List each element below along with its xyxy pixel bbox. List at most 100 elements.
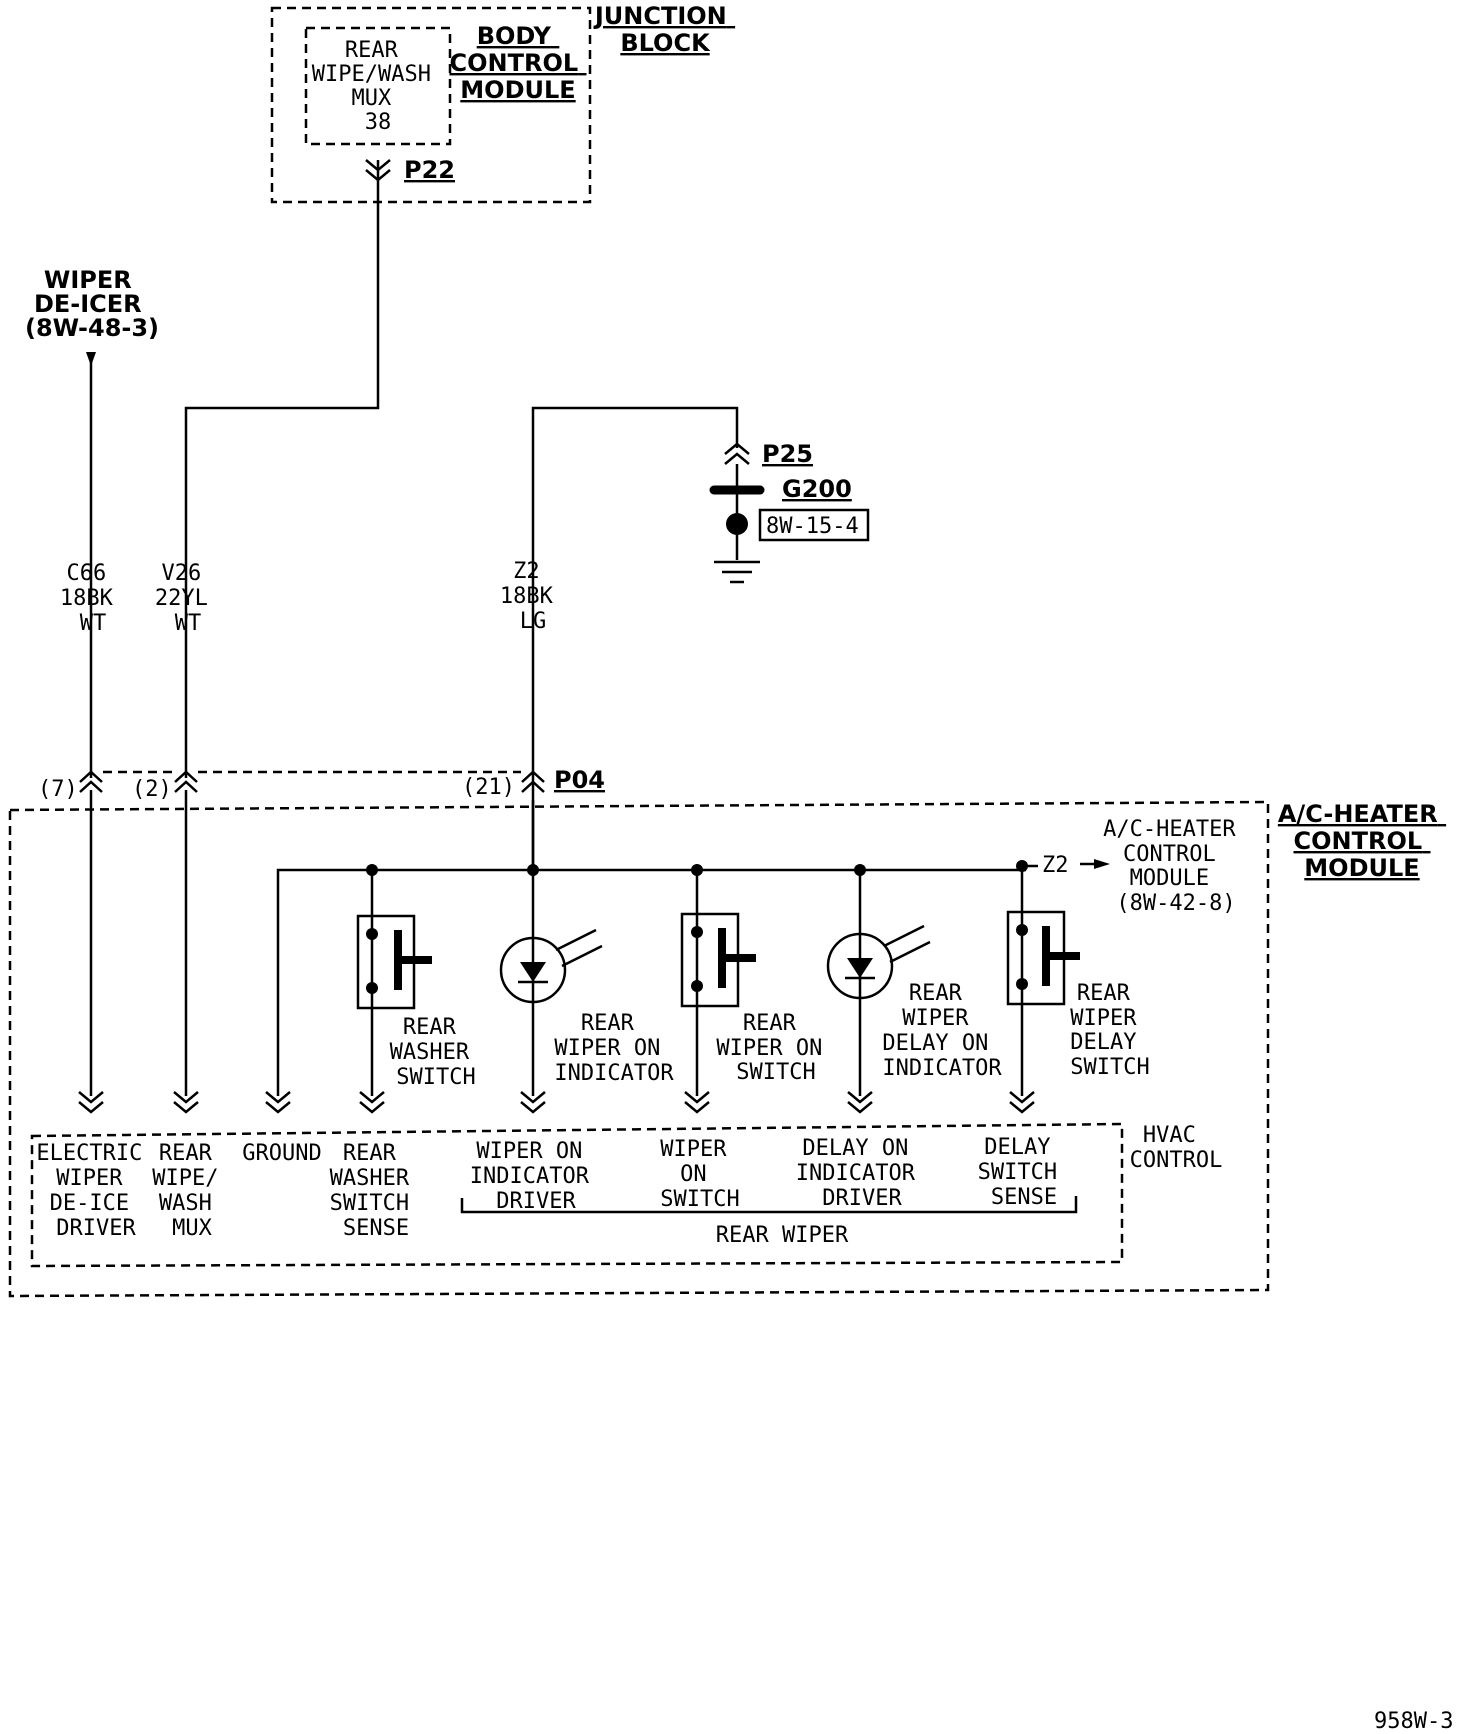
pin-label-line: GROUND: [242, 1141, 321, 1166]
component-label-delay-switch: REAR WIPER DELAY SWITCH: [1070, 981, 1149, 1080]
wire-v26: [184, 160, 380, 778]
component-label-line: WASHER: [390, 1040, 470, 1065]
z2-ref-line: CONTROL: [1123, 842, 1216, 867]
component-label-line: REAR: [403, 1015, 457, 1040]
component-label-line: WIPER ON: [554, 1036, 660, 1061]
switch-contact: [1016, 978, 1028, 990]
hvac-pin-delay-indicator-driver: DELAY ON INDICATOR DRIVER: [796, 1136, 928, 1211]
pin-label-line: SWITCH: [660, 1187, 739, 1212]
z2-ref-line: (8W-42-8): [1116, 891, 1235, 916]
hvac-pin-washer-sense: REAR WASHER SWITCH SENSE: [330, 1141, 423, 1241]
pin-label-line: DE-ICE: [50, 1191, 129, 1216]
wire-circuit: C66: [67, 561, 107, 586]
pin-label-line: WASHER: [330, 1166, 410, 1191]
led-rays: [555, 928, 603, 968]
component-label-line: REAR: [909, 981, 963, 1006]
pin-label-line: DRIVER: [56, 1216, 136, 1241]
wire-circuit: V26: [162, 561, 202, 586]
hvac-pin-wiper-indicator-driver: WIPER ON INDICATOR DRIVER: [470, 1139, 602, 1214]
cavity-label: (21): [462, 775, 515, 800]
wire-label-z2: Z2 18BK LG: [500, 559, 566, 634]
led-diode: [520, 962, 546, 982]
hvac-terminal-symbols: [78, 1091, 1035, 1114]
z2-arrow-icon: [1094, 859, 1110, 869]
hvac-control-label: HVAC CONTROL: [1130, 1123, 1223, 1173]
pin-label-line: REAR: [343, 1141, 397, 1166]
cavity-label: (2): [132, 777, 172, 802]
junction-block-boundary: [270, 6, 592, 204]
hvac-pin-ground: GROUND: [242, 1141, 321, 1166]
g200-ref: 8W-15-4: [766, 514, 859, 539]
p25-connector-symbol: [724, 442, 750, 465]
mux-box-line: WIPE/WASH: [312, 62, 431, 87]
z2-reference: A/C-HEATER CONTROL MODULE (8W-42-8): [1103, 817, 1249, 916]
cavity-label: (7): [38, 777, 78, 802]
mux-box: [304, 26, 452, 146]
led-rays: [883, 924, 931, 964]
wire-z2: [531, 406, 739, 868]
deicer-label-line: WIPER: [44, 266, 132, 294]
pin-label-line: WIPER ON: [476, 1139, 582, 1164]
switch-contact: [691, 980, 703, 992]
rear-wiper-on-indicator-icon: [499, 936, 567, 1004]
p25-label: P25: [762, 440, 813, 468]
mux-box-line: REAR: [345, 38, 399, 63]
pin-label-line: DRIVER: [496, 1189, 576, 1214]
wire-label-c66: C66 18BK WT: [60, 561, 126, 636]
component-label-line: SWITCH: [736, 1060, 815, 1085]
wire-gauge-color: 22YL: [155, 586, 208, 611]
hvac-pin-wipe-wash-mux: REAR WIPE/ WASH MUX: [152, 1141, 231, 1241]
z2-ref-line: A/C-HEATER: [1103, 817, 1236, 842]
switch-contact: [691, 926, 703, 938]
deicer-label-line: DE-ICER: [34, 290, 142, 318]
pin-label-line: ON: [680, 1162, 707, 1187]
wiper-deicer-label: WIPER DE-ICER (8W-48-3): [25, 266, 159, 342]
wire-circuit: Z2: [513, 559, 540, 584]
pin-label-line: ELECTRIC: [36, 1141, 142, 1166]
component-label-line: WIPER ON: [716, 1036, 822, 1061]
g200-ref-box: [758, 508, 870, 542]
mux-box-line: 38: [365, 110, 392, 135]
hvac-label-line: HVAC: [1143, 1123, 1196, 1148]
p04-cavity-2-symbol: [174, 770, 198, 793]
deicer-arrow-icon: [86, 352, 96, 366]
junction-title-line: JUNCTION: [593, 2, 727, 30]
pin-label-line: REAR: [159, 1141, 213, 1166]
pin-label-line: MUX: [172, 1216, 212, 1241]
component-label-line: WIPER: [1070, 1006, 1137, 1031]
ac-heater-title-line: MODULE: [1304, 854, 1419, 882]
component-label-line: REAR: [1077, 981, 1131, 1006]
bcm-title: BODY CONTROL MODULE: [449, 22, 586, 104]
pin-label-line: DRIVER: [822, 1186, 902, 1211]
pin-label-line: SWITCH: [978, 1160, 1057, 1185]
component-label-line: SWITCH: [396, 1065, 475, 1090]
ac-heater-title-line: A/C-HEATER: [1278, 800, 1438, 828]
bcm-title-line: BODY: [477, 22, 552, 50]
component-label-line: WIPER: [902, 1006, 969, 1031]
component-label-delay-on-indicator: REAR WIPER DELAY ON INDICATOR: [882, 981, 1002, 1081]
component-label-line: INDICATOR: [882, 1056, 1002, 1081]
pin-label-line: WIPE/: [152, 1166, 218, 1191]
p22-label: P22: [404, 156, 455, 184]
deicer-label-line: (8W-48-3): [25, 314, 159, 342]
pin-label-line: DELAY ON: [802, 1136, 908, 1161]
p04-label: P04: [554, 766, 605, 794]
switch-contact: [366, 982, 378, 994]
rear-wiper-bracket: [460, 1196, 1078, 1214]
hvac-label-line: CONTROL: [1130, 1148, 1223, 1173]
g200-label: G200: [782, 475, 852, 503]
wire-tracer: WT: [175, 611, 202, 636]
p04-cavity-7-symbol: [79, 770, 103, 793]
component-label-line: REAR: [743, 1011, 797, 1036]
switch-contact: [1016, 924, 1028, 936]
junction-block-title: JUNCTION BLOCK: [593, 2, 735, 57]
pin-label-line: INDICATOR: [470, 1164, 590, 1189]
ac-heater-module-boundary: [8, 800, 1270, 1298]
pin-label-line: DELAY: [984, 1135, 1050, 1160]
component-label-line: SWITCH: [1070, 1055, 1149, 1080]
component-label-wiper-on-switch: REAR WIPER ON SWITCH: [716, 1011, 835, 1085]
rear-wiper-delay-on-indicator-icon: [826, 932, 894, 1000]
pin-label-line: SENSE: [343, 1216, 409, 1241]
